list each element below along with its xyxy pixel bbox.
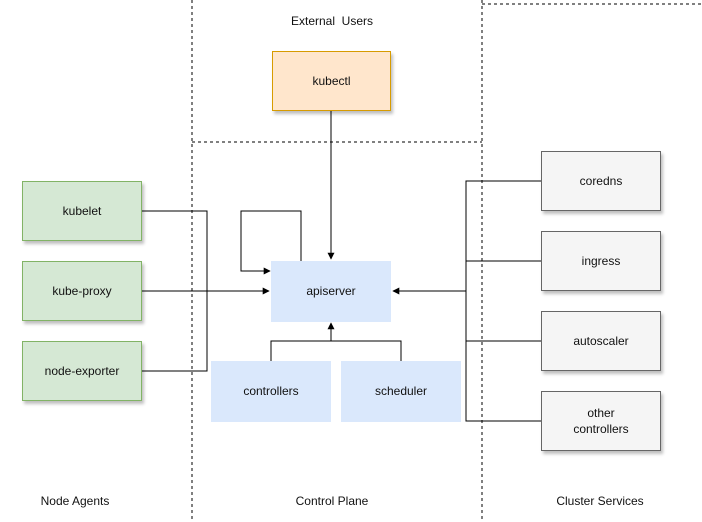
controllers-node: controllers bbox=[211, 361, 331, 422]
region-label-control-plane: Control Plane bbox=[295, 494, 369, 508]
region-label-cluster-services: Cluster Services bbox=[556, 494, 644, 508]
edge-apiserver-self-loop bbox=[240, 210, 302, 275]
edge-services-bus bbox=[465, 180, 541, 422]
ingress-node: ingress bbox=[541, 231, 661, 291]
node-exporter-node: node-exporter bbox=[22, 341, 142, 401]
coredns-node: coredns bbox=[541, 151, 661, 211]
kubectl-node: kubectl bbox=[272, 51, 391, 111]
apiserver-node: apiserver bbox=[271, 261, 391, 322]
other-controllers-node: other controllers bbox=[541, 391, 661, 451]
edge-controllers-bus bbox=[270, 340, 402, 361]
kube-proxy-node: kube-proxy bbox=[22, 261, 142, 321]
scheduler-node: scheduler bbox=[341, 361, 461, 422]
region-dividers bbox=[191, 0, 702, 522]
autoscaler-node: autoscaler bbox=[541, 311, 661, 371]
kubelet-node: kubelet bbox=[22, 181, 142, 241]
region-label-external-users: External Users bbox=[290, 14, 374, 28]
region-label-node-agents: Node Agents bbox=[40, 494, 110, 508]
